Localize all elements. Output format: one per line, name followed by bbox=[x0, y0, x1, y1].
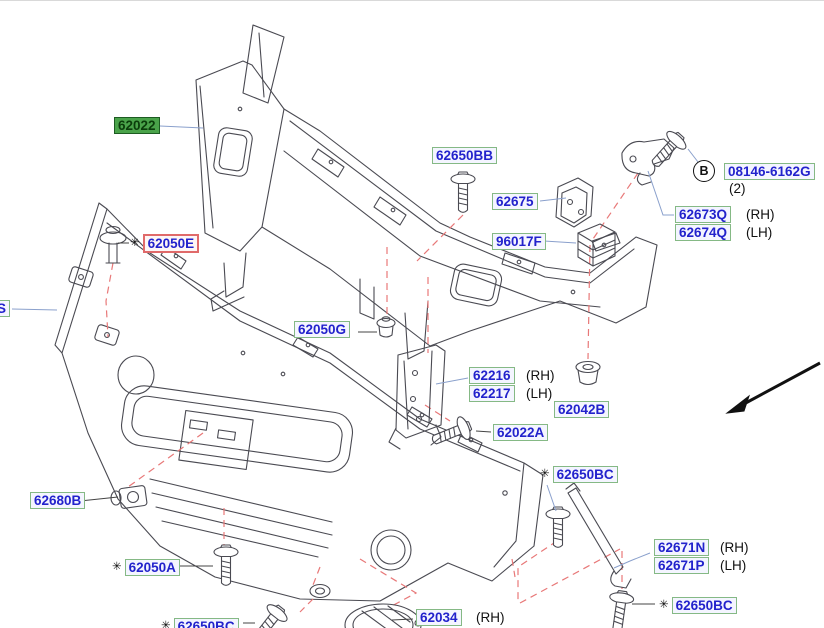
part-label-62650BC-top[interactable]: ✳ 62650BC bbox=[540, 466, 618, 483]
part-label-62042B[interactable]: 62042B bbox=[554, 401, 610, 418]
side-note-rh: (RH) bbox=[720, 540, 749, 555]
part-label-62671N[interactable]: 62671N bbox=[654, 539, 710, 556]
hook-62673Q bbox=[621, 138, 675, 186]
washer bbox=[309, 583, 331, 599]
part-number[interactable]: 62216 bbox=[469, 367, 515, 384]
side-note-lh: (LH) bbox=[720, 558, 747, 573]
fog-finisher-62034 bbox=[344, 603, 422, 628]
stay-rod-62671 bbox=[565, 482, 632, 589]
star-marker: ✳ bbox=[659, 599, 669, 611]
part-number[interactable]: 62680B bbox=[30, 492, 86, 509]
part-label-62650BC-bottom[interactable]: ✳ 62650BC bbox=[161, 618, 239, 628]
nut-62050G bbox=[376, 316, 396, 338]
assembly-dashed-lines bbox=[105, 172, 639, 613]
side-note-rh: (RH) bbox=[476, 610, 505, 625]
part-label-62673Q[interactable]: 62673Q bbox=[675, 206, 732, 223]
leader-lines-blue bbox=[11, 125, 699, 569]
bolt-code-circle-B: B bbox=[693, 160, 715, 182]
part-label-62022A[interactable]: 62022A bbox=[493, 424, 549, 441]
part-label-96017F[interactable]: 96017F bbox=[492, 233, 546, 250]
part-label-62674Q[interactable]: 62674Q bbox=[675, 224, 732, 241]
part-number-highlighted[interactable]: 62022 bbox=[114, 117, 160, 134]
part-number[interactable]: 62650BC bbox=[552, 466, 618, 483]
part-number[interactable]: 62673Q bbox=[675, 206, 732, 223]
part-number[interactable]: 62650BC bbox=[173, 618, 239, 628]
bolt-62022A bbox=[427, 413, 476, 453]
part-number[interactable]: 62034 bbox=[416, 609, 462, 626]
part-number[interactable]: S bbox=[0, 300, 10, 317]
part-number[interactable]: 62217 bbox=[469, 385, 515, 402]
front-direction-arrow bbox=[725, 361, 821, 414]
bracket-62675 bbox=[555, 177, 594, 228]
part-label-62675[interactable]: 62675 bbox=[492, 193, 538, 210]
quantity-note: (2) bbox=[729, 181, 746, 196]
part-label-62217[interactable]: 62217 bbox=[469, 385, 515, 402]
spacer-96017F bbox=[577, 223, 616, 267]
bumper-reinforcement-drawing bbox=[195, 24, 658, 360]
part-number[interactable]: 62050G bbox=[294, 321, 351, 338]
part-number[interactable]: 96017F bbox=[492, 233, 546, 250]
part-label-62680B[interactable]: 62680B bbox=[30, 492, 86, 509]
bolt-62050A bbox=[213, 544, 239, 586]
part-label-62216[interactable]: 62216 bbox=[469, 367, 515, 384]
stay-bracket-62216 bbox=[388, 344, 446, 450]
part-number[interactable]: 62650BB bbox=[432, 147, 498, 164]
bolt-62650BC-right bbox=[604, 588, 636, 628]
part-label-62022[interactable]: 62022 bbox=[114, 117, 160, 134]
bolt-08146 bbox=[644, 126, 691, 174]
star-marker: ✳ bbox=[540, 468, 550, 480]
side-note-lh: (LH) bbox=[526, 386, 553, 401]
part-number[interactable]: 62671P bbox=[654, 557, 709, 574]
leader-lines-black bbox=[79, 242, 655, 624]
star-marker: ✳ bbox=[161, 620, 171, 628]
part-number[interactable]: 62050A bbox=[124, 559, 180, 576]
star-marker: ✳ bbox=[112, 561, 122, 573]
part-label-62050G[interactable]: 62050G bbox=[294, 321, 351, 338]
bolt-62650BB bbox=[450, 171, 476, 213]
part-number[interactable]: 62050E bbox=[142, 234, 200, 253]
part-number[interactable]: 62650BC bbox=[671, 597, 737, 614]
part-label-62050E[interactable]: ✳ 62050E bbox=[130, 234, 200, 253]
hardware-parts-drawings bbox=[99, 126, 691, 628]
part-label-62050A[interactable]: ✳ 62050A bbox=[112, 559, 180, 576]
star-marker: ✳ bbox=[130, 237, 140, 249]
part-label-edge-partial[interactable]: S bbox=[0, 300, 10, 317]
part-label-62650BB[interactable]: 62650BB bbox=[432, 147, 498, 164]
part-number[interactable]: 62675 bbox=[492, 193, 538, 210]
side-note-rh: (RH) bbox=[526, 368, 555, 383]
part-label-08146-6162G[interactable]: 08146-6162G bbox=[724, 163, 815, 180]
part-number[interactable]: 62671N bbox=[654, 539, 710, 556]
part-number[interactable]: 62022A bbox=[493, 424, 549, 441]
grommet-62042B bbox=[575, 360, 601, 386]
part-label-62650BC-right[interactable]: ✳ 62650BC bbox=[659, 597, 737, 614]
bumper-fascia-drawing bbox=[54, 202, 544, 602]
side-note-lh: (LH) bbox=[746, 225, 773, 240]
side-note-rh: (RH) bbox=[746, 207, 775, 222]
clip-62050E bbox=[99, 225, 127, 264]
part-number[interactable]: 62674Q bbox=[675, 224, 732, 241]
bolt-62650BC-bottom bbox=[246, 599, 292, 628]
part-number[interactable]: 08146-6162G bbox=[724, 163, 815, 180]
part-label-62034[interactable]: 62034 bbox=[416, 609, 462, 626]
part-number[interactable]: 62042B bbox=[554, 401, 610, 418]
part-label-62671P[interactable]: 62671P bbox=[654, 557, 709, 574]
bolt-62650BC-top bbox=[545, 506, 571, 548]
